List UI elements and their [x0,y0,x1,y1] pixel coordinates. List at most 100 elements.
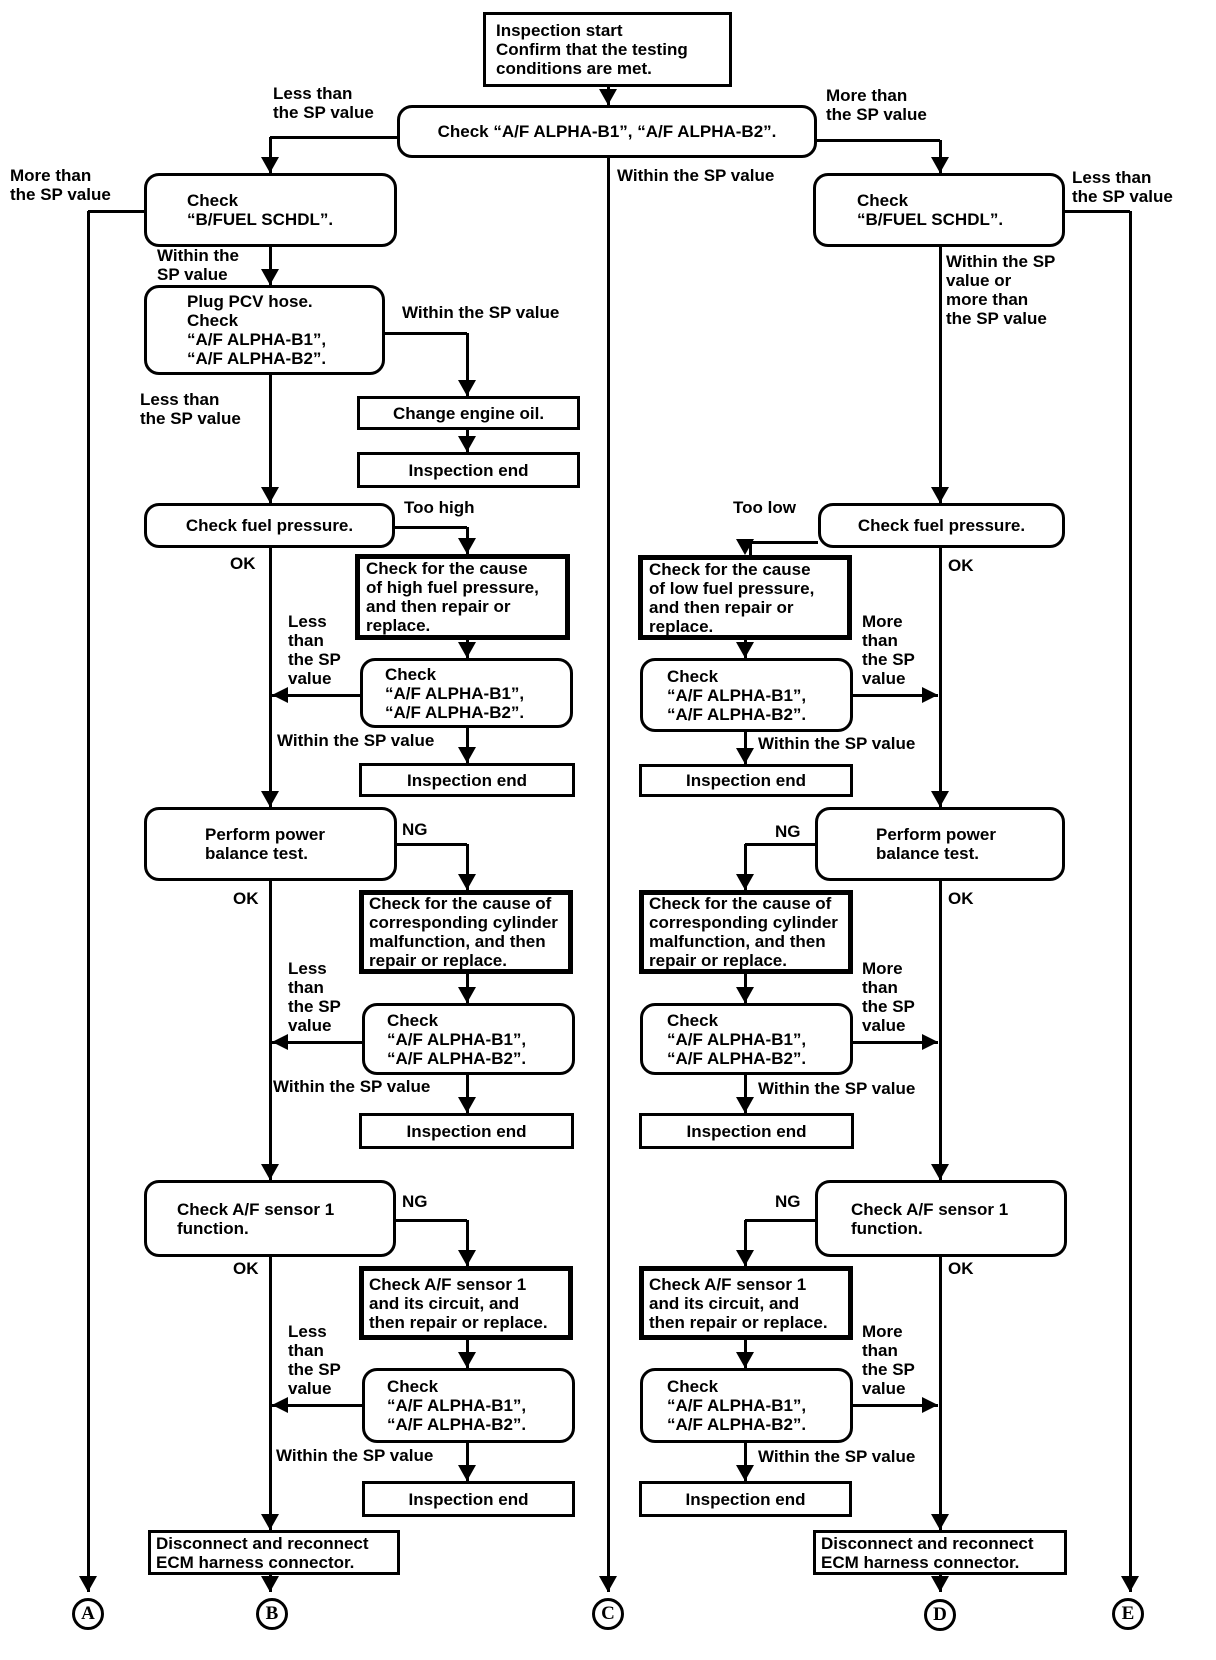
flow-line [750,540,818,544]
node-text-line: “A/F ALPHA-B1”, [187,330,327,349]
node-text-line: “A/F ALPHA-B2”. [385,702,525,722]
label-ok-left-1: OK [230,554,256,573]
node-text-line: “A/F ALPHA-B1”, [667,685,807,705]
arrowhead-down [736,1352,754,1368]
label-text-line: the SP [288,1360,341,1379]
flow-line [268,881,272,1180]
node-check-af-alpha-right-3: Check“A/F ALPHA-B1”,“A/F ALPHA-B2”. [640,1003,853,1075]
node-text-line: Check [387,1010,439,1030]
label-text-line: the SP value [946,309,1047,328]
flow-line [465,844,469,890]
label-text-line: OK [230,554,256,573]
arrowhead-down [736,1250,754,1266]
arrowhead-down [931,1576,949,1592]
node-text-line: Disconnect and reconnect [821,1533,1034,1553]
arrowhead-left [272,687,288,703]
node-text-line: “A/F ALPHA-B2”. [387,1415,527,1434]
node-text-line: replace. [649,616,714,636]
label-text-line: than [288,631,324,650]
label-text-line: Less than [273,84,353,103]
arrowhead-down [458,1352,476,1368]
label-text-line: Less than [140,390,220,409]
node-text-line: Check for the cause of [649,894,832,913]
node-text-line: Check [667,1010,719,1030]
label-text-line: Less [288,1322,327,1341]
label-text-line: more than [946,290,1029,309]
label-text-line: More than [826,86,908,105]
label-text-line: OK [233,1259,259,1278]
node-text-line: Inspection end [408,1489,529,1509]
label-text-line: the SP value [273,103,374,122]
flow-line [938,247,942,503]
arrowhead-down [736,1465,754,1481]
label-too-low: Too low [733,498,796,517]
label-text-line: Too high [404,498,475,517]
flow-line [396,1218,467,1222]
flow-line [465,1220,469,1266]
node-text-line: Plug PCV hose. [187,292,313,311]
label-text-line: the SP [288,997,341,1016]
node-text-line: Confirm that the testing [496,40,688,59]
arrowhead-down [458,1250,476,1266]
label-text-line: the SP [862,997,915,1016]
label-text-line: NG [402,820,428,839]
node-plug-pcv-hose: Plug PCV hose.Check“A/F ALPHA-B1”,“A/F A… [144,285,385,375]
flow-line [853,1403,938,1407]
flow-line [853,1040,938,1044]
node-text-line: Check [857,191,909,210]
node-text-line: Check [187,191,239,210]
label-text-line: value [288,1016,332,1035]
node-check-af-alpha-left-4: Check“A/F ALPHA-B1”,“A/F ALPHA-B2”. [362,1368,575,1443]
label-text-line: the SP value [140,409,241,428]
label-text-line: OK [948,1259,974,1278]
label-text-line: than [862,978,898,997]
label-text-line: Within the SP value [617,166,775,185]
node-text-line: Check [387,1377,439,1396]
node-text-line: corresponding cylinder [369,913,558,932]
node-check-fuel-pressure-left: Check fuel pressure. [144,503,395,548]
node-text-line: “A/F ALPHA-B2”. [387,1048,527,1068]
label-text-line: the SP value [826,105,927,124]
node-check-af-alpha-left-3: Check“A/F ALPHA-B1”,“A/F ALPHA-B2”. [362,1003,575,1075]
label-text-line: Too low [733,498,796,517]
flow-line [938,140,942,173]
arrowhead-down [79,1576,97,1592]
label-text-line: Less [288,959,327,978]
label-text-line: the SP value [10,185,111,204]
connector-a: A [72,1598,104,1630]
node-text-line: Check A/F sensor 1 [649,1274,807,1294]
arrowhead-down [261,791,279,807]
label-text-line: the SP [862,650,915,669]
arrowhead-down [458,1097,476,1113]
node-text-line: repair or replace. [369,951,507,970]
flow-line [268,375,272,503]
label-text-line: value [862,669,906,688]
flow-line [86,211,90,1592]
arrowhead-left [272,1397,288,1413]
node-text-line: malfunction, and then [649,932,826,951]
node-text-line: Check A/F sensor 1 [369,1274,527,1294]
label-text-line: OK [948,889,974,908]
label-ok-right-2: OK [948,889,974,908]
label-text-line: the SP value [1072,187,1173,206]
label-text-line: value or [946,271,1012,290]
node-text-line: balance test. [205,844,308,863]
arrowhead-right [922,687,938,703]
node-text-line: Inspection end [686,771,806,790]
node-text-line: and its circuit, and [369,1293,520,1313]
label-within-sp-left-i4: Within the SP value [276,1446,433,1465]
node-text-line: then repair or replace. [649,1312,828,1332]
node-text-line: Check for the cause [366,559,528,578]
node-check-bfuel-schdl-right: Check“B/FUEL SCHDL”. [813,173,1065,247]
label-text-line: More than [10,166,92,185]
node-text-line: Perform power [876,825,996,844]
node-text-line: Inspection end [686,1121,807,1141]
node-inspection-end-right-2: Inspection end [639,1113,854,1149]
node-text-line: Check A/F sensor 1 [851,1199,1009,1219]
